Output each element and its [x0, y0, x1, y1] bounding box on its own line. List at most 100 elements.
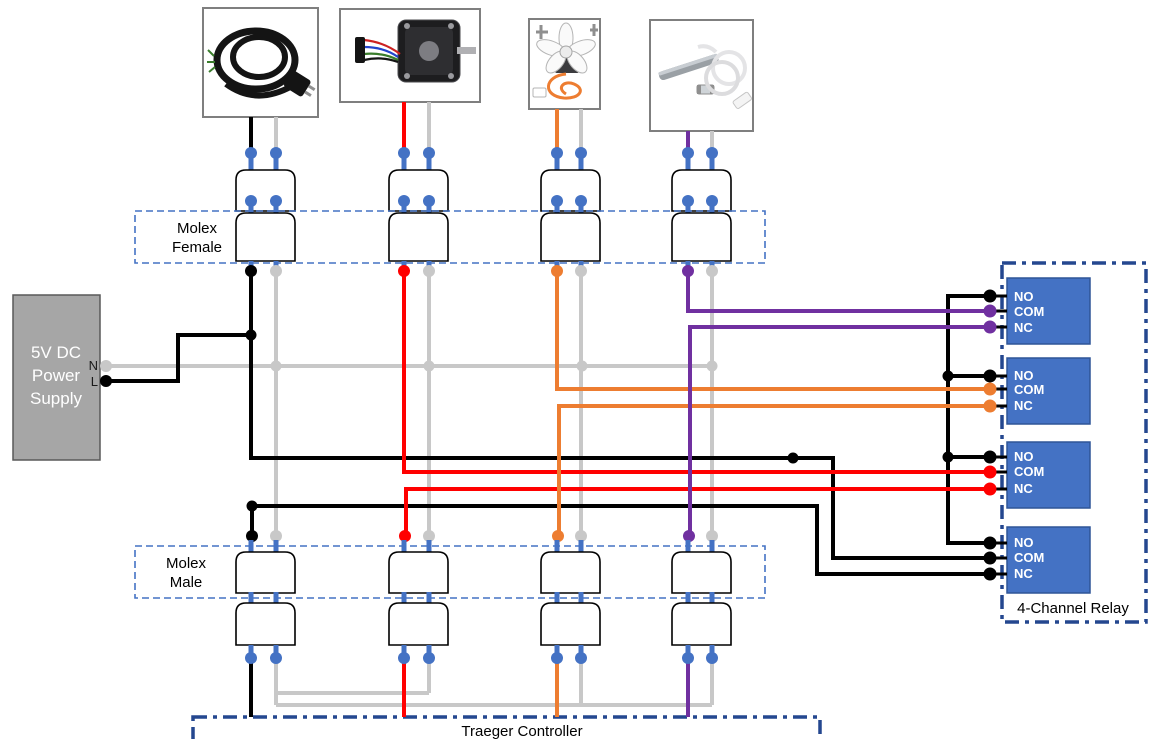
relay4-no-label: NO — [1014, 535, 1034, 550]
molex-lower-housing-col4 — [671, 602, 732, 646]
pin-ball — [398, 652, 410, 664]
molex-female-housing-col1 — [235, 212, 296, 262]
wire-end-ball — [682, 265, 694, 277]
wire-end-ball — [706, 265, 718, 277]
photo-auger-motor — [339, 8, 481, 103]
wire-end-ball — [245, 265, 257, 277]
molex-female-group-box — [134, 210, 766, 264]
motor-shaft — [457, 47, 476, 54]
plug-prong — [304, 90, 312, 97]
wire-no-bus — [946, 294, 990, 545]
molex-female-label-line2: Female — [172, 239, 222, 256]
relay2-no-label: NO — [1014, 368, 1034, 383]
controller-box — [191, 715, 822, 739]
molex-lower-housing-col3 — [540, 602, 601, 646]
relay3-com-terminal — [983, 465, 997, 479]
junction-dot — [942, 451, 954, 463]
wire-fan-to-relay2-com — [555, 273, 990, 391]
pin-ball — [706, 195, 718, 207]
power-supply-box — [12, 294, 101, 461]
pin-ball — [398, 147, 410, 159]
relay1-no-terminal — [983, 289, 997, 303]
pin-ball — [551, 147, 563, 159]
relay1-com-terminal — [983, 304, 997, 318]
fan-bracket — [536, 24, 598, 39]
pin-ball — [575, 147, 587, 159]
pin-ball — [270, 195, 282, 207]
motor-hub — [419, 41, 439, 61]
molex-lower-housing-col1 — [235, 602, 296, 646]
relay4-nc-label: NC — [1014, 566, 1033, 581]
relay1-no-label: NO — [1014, 289, 1034, 304]
wire-relay1-nc-return — [688, 325, 990, 536]
wire-end-ball — [575, 530, 587, 542]
psu-terminal-l-label: L — [91, 374, 98, 389]
wire-end-ball — [552, 530, 564, 542]
relay-enclosure-box — [1000, 261, 1148, 624]
male-mating-pin-stems — [248, 592, 715, 609]
pin-ball — [423, 195, 435, 207]
wire-igniter-to-relay1-com — [686, 273, 990, 313]
relay2-no-terminal — [983, 369, 997, 383]
frayed-wire-ends — [207, 49, 216, 73]
motor-lead-black — [363, 57, 399, 64]
junction-dot — [270, 360, 282, 372]
wire-end-ball — [398, 265, 410, 277]
wire-psu-live-feed — [106, 333, 251, 383]
pin-ball — [682, 652, 694, 664]
relay1-nc-terminal — [983, 320, 997, 334]
connector-body — [732, 91, 752, 109]
molex-female-housing-col2 — [388, 212, 449, 262]
junctions-and-terminals — [245, 289, 997, 581]
photo-frame — [202, 7, 319, 118]
wire-relay4-nc-return — [250, 504, 990, 576]
molex-male-row: Molex Male — [134, 530, 766, 664]
relay1-com-label: COM — [1014, 304, 1044, 319]
motor-screw — [404, 73, 410, 79]
psu-label-line2: Power — [32, 366, 81, 385]
wire-end-ball — [270, 530, 282, 542]
relay2-com-label: COM — [1014, 382, 1044, 397]
plug-prong — [307, 84, 316, 91]
relay3-no-label: NO — [1014, 449, 1034, 464]
fuse-cap — [697, 85, 701, 94]
power-cord-coil-inner — [230, 34, 288, 80]
power-cord-tail — [224, 81, 294, 99]
igniter-cable-loop — [704, 60, 740, 96]
wire-end-ball — [246, 530, 258, 542]
pin-ball — [682, 147, 694, 159]
pin-ball — [270, 147, 282, 159]
igniter-connector — [732, 91, 752, 109]
relay-channel-1 — [1006, 277, 1091, 345]
photo-hot-rod-igniter — [649, 19, 754, 132]
junction-dot — [246, 500, 258, 512]
plug-body — [284, 70, 311, 97]
wire-end-ball — [399, 530, 411, 542]
pin-ball — [245, 195, 257, 207]
power-cord-plug — [284, 70, 316, 97]
junction-dot — [576, 360, 588, 372]
pin-ball — [575, 195, 587, 207]
wire-end-ball — [270, 265, 282, 277]
junction-dot — [706, 360, 718, 372]
motor-lead-green — [363, 52, 399, 61]
junction-dot — [245, 329, 257, 341]
molex-male-label-line2: Male — [170, 574, 203, 591]
molex-male-housing-col3 — [540, 551, 601, 594]
relay-channel-4 — [1006, 526, 1091, 594]
psu-terminal-n-label: N — [89, 358, 98, 373]
fan-hub — [559, 45, 573, 59]
psu-live-terminal — [100, 375, 112, 387]
relay4-nc-terminal — [983, 567, 997, 581]
traeger-controller: Traeger Controller — [191, 715, 822, 739]
relay2-com-terminal — [983, 382, 997, 396]
wire-end-ball — [551, 265, 563, 277]
motor-screw — [404, 23, 410, 29]
pin-ball — [575, 652, 587, 664]
female-top-pin-stems — [248, 153, 715, 172]
fan-blades — [536, 22, 596, 74]
relay-module-title: 4-Channel Relay — [1017, 600, 1129, 617]
power-cord-coil — [213, 27, 299, 93]
